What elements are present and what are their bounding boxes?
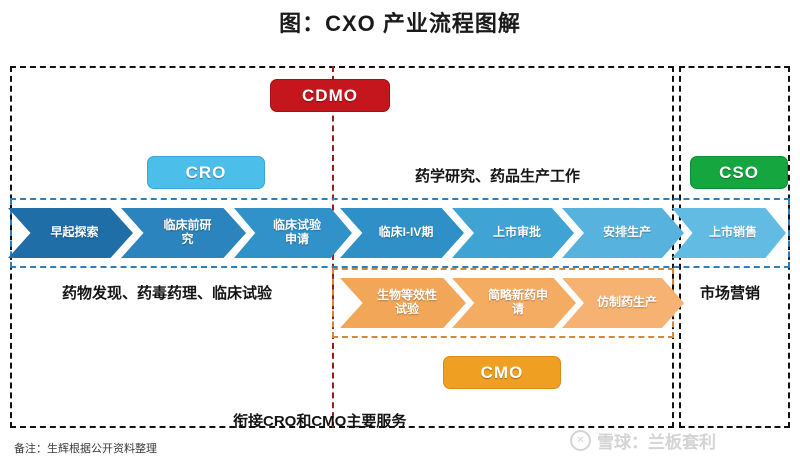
flow-step-label-line1: 临床前研 (163, 218, 212, 233)
badge-cdmo-label: CDMO (302, 85, 358, 105)
watermark: ✕ 雪球：兰板套利 (570, 428, 716, 453)
flow-step-label: 上市销售 (708, 225, 757, 240)
footnote: 备注：生辉根据公开资料整理 (14, 443, 157, 455)
watermark-text: 雪球：兰板套利 (597, 433, 716, 452)
label-pharmaceutical-work: 药学研究、药品生产工作 (415, 168, 581, 185)
flow-step-label-line1: 仿制药生产 (596, 295, 657, 310)
badge-cdmo: CDMO (270, 79, 390, 112)
flow-step-label-line1: 临床试验 (272, 218, 321, 233)
flow-step-blue-3: 临床试验申请 (234, 208, 352, 258)
flow-step-label-line1: 早起探索 (50, 225, 99, 240)
badge-cso: CSO (690, 156, 788, 189)
flow-step-label-line1: 简略新药申 (487, 288, 548, 303)
badge-cro-label: CRO (185, 162, 227, 182)
flow-step-label: 临床前研究 (163, 218, 212, 247)
flow-step-label: 早起探索 (50, 225, 99, 240)
flow-step-label-line1: 安排生产 (602, 225, 651, 240)
flow-step-label: 临床I-IV期 (378, 225, 434, 240)
flow-step-label: 安排生产 (602, 225, 651, 240)
page-title: 图：CXO 产业流程图解 (279, 11, 521, 36)
flow-step-label-line2: 申请 (284, 232, 309, 246)
flow-step-label: 简略新药申请 (487, 288, 548, 317)
flow-step-label: 生物等效性试验 (376, 288, 437, 317)
flow-step-label-line2: 究 (181, 232, 194, 246)
badge-cmo: CMO (443, 356, 561, 389)
flow-step-label: 上市审批 (492, 225, 541, 240)
flow-step-label-line1: 上市审批 (492, 225, 541, 240)
badge-cso-label: CSO (719, 162, 759, 182)
label-bridge-services: 衔接CRO和CMO主要服务 (233, 413, 407, 430)
flow-step-label-line2: 试验 (394, 302, 419, 316)
badge-cmo-label: CMO (480, 362, 524, 382)
flow-step-label-line2: 请 (511, 302, 524, 316)
badge-cro: CRO (147, 156, 265, 189)
flow-step-label-line1: 生物等效性 (376, 288, 437, 303)
cro-scope-boundary (10, 198, 790, 268)
flow-step-blue-2: 临床前研究 (121, 208, 246, 258)
flow-step-label: 仿制药生产 (596, 295, 657, 310)
flow-step-label-line1: 上市销售 (708, 225, 757, 240)
flow-step-label: 临床试验申请 (272, 218, 321, 247)
label-drug-discovery: 药物发现、药毒药理、临床试验 (62, 285, 273, 302)
flow-step-label-line1: 临床I-IV期 (378, 225, 434, 240)
label-marketing: 市场营销 (700, 285, 761, 302)
circle-x-logo-icon: ✕ (570, 430, 591, 451)
